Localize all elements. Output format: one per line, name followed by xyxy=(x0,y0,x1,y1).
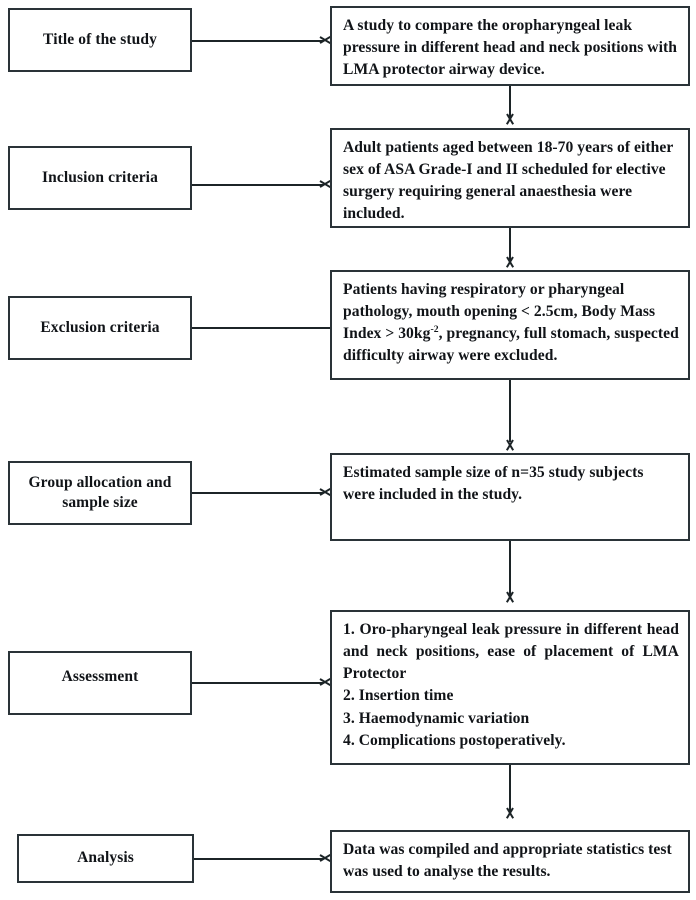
stage-label-box-title-of-the-study[interactable]: Title of the study xyxy=(8,8,192,72)
stage-content-box-analysis[interactable]: Data was compiled and appropriate statis… xyxy=(330,830,690,893)
stage-label-text: Exclusion criteria xyxy=(40,318,160,336)
stage-content-text: Patients having respiratory or pharyngea… xyxy=(343,279,679,368)
arrowhead-down-1-to-2 xyxy=(503,114,517,125)
arrowhead-down-2-to-3 xyxy=(503,257,517,268)
stage-content-box-exclusion-criteria[interactable]: Patients having respiratory or pharyngea… xyxy=(330,270,690,380)
assessment-item-4: 4. Complications postoperatively. xyxy=(343,731,566,749)
assessment-item-1: 1. Oro-pharyngeal leak pressure in diffe… xyxy=(343,621,679,683)
connector-vline-4-to-5 xyxy=(509,541,511,596)
stage-content-text-prefix: Patients having respiratory or pharyngea… xyxy=(343,281,656,343)
arrowhead-down-5-to-6 xyxy=(503,808,517,819)
stage-content-superscript: -2 xyxy=(430,324,439,336)
connector-vline-1-to-2 xyxy=(509,86,511,119)
connector-line-stage-6 xyxy=(194,858,323,860)
stage-content-box-group-allocation-and-sample-size[interactable]: Estimated sample size of n=35 study subj… xyxy=(330,453,690,541)
connector-line-stage-5 xyxy=(192,682,323,684)
stage-label-text: Assessment xyxy=(61,668,139,685)
stage-content-text: Estimated sample size of n=35 study subj… xyxy=(343,464,644,504)
stage-label-box-inclusion-criteria[interactable]: Inclusion criteria xyxy=(8,146,192,210)
connector-line-stage-3 xyxy=(192,327,331,329)
connector-line-stage-2 xyxy=(192,184,323,186)
stage-label-box-group-allocation-and-sample-size[interactable]: Group allocation and sample size xyxy=(8,461,192,525)
connector-vline-2-to-3 xyxy=(509,228,511,262)
assessment-item-3: 3. Haemodynamic variation xyxy=(343,709,530,727)
stage-content-text: A study to compare the oropharyngeal lea… xyxy=(343,17,677,79)
stage-label-box-assessment[interactable]: Assessment xyxy=(8,651,192,715)
stage-label-text: Group allocation and sample size xyxy=(28,473,172,511)
stage-content-text: Adult patients aged between 18-70 years … xyxy=(343,139,674,223)
stage-content-box-inclusion-criteria[interactable]: Adult patients aged between 18-70 years … xyxy=(330,128,690,228)
stage-content-text-suffix: , pregnancy, full stomach, suspected dif… xyxy=(343,325,679,365)
stage-content-text: Data was compiled and appropriate statis… xyxy=(343,841,672,881)
stage-label-text: Title of the study xyxy=(43,30,157,48)
arrowhead-down-4-to-5 xyxy=(503,592,517,603)
stage-label-box-analysis[interactable]: Analysis xyxy=(17,834,194,883)
connector-vline-3-to-4-lower xyxy=(509,420,511,442)
stage-content-box-title-of-the-study[interactable]: A study to compare the oropharyngeal lea… xyxy=(330,6,690,86)
connector-line-stage-1 xyxy=(192,40,323,42)
stage-content-box-assessment[interactable]: 1. Oro-pharyngeal leak pressure in diffe… xyxy=(330,610,690,765)
stage-label-text: Analysis xyxy=(77,849,134,867)
connector-line-stage-4 xyxy=(192,492,323,494)
connector-vline-3-to-4 xyxy=(509,380,511,424)
stage-label-text: Inclusion criteria xyxy=(42,168,158,186)
stage-label-box-exclusion-criteria[interactable]: Exclusion criteria xyxy=(8,296,192,360)
assessment-item-2: 2. Insertion time xyxy=(343,687,454,705)
connector-vline-5-to-6 xyxy=(509,765,511,812)
